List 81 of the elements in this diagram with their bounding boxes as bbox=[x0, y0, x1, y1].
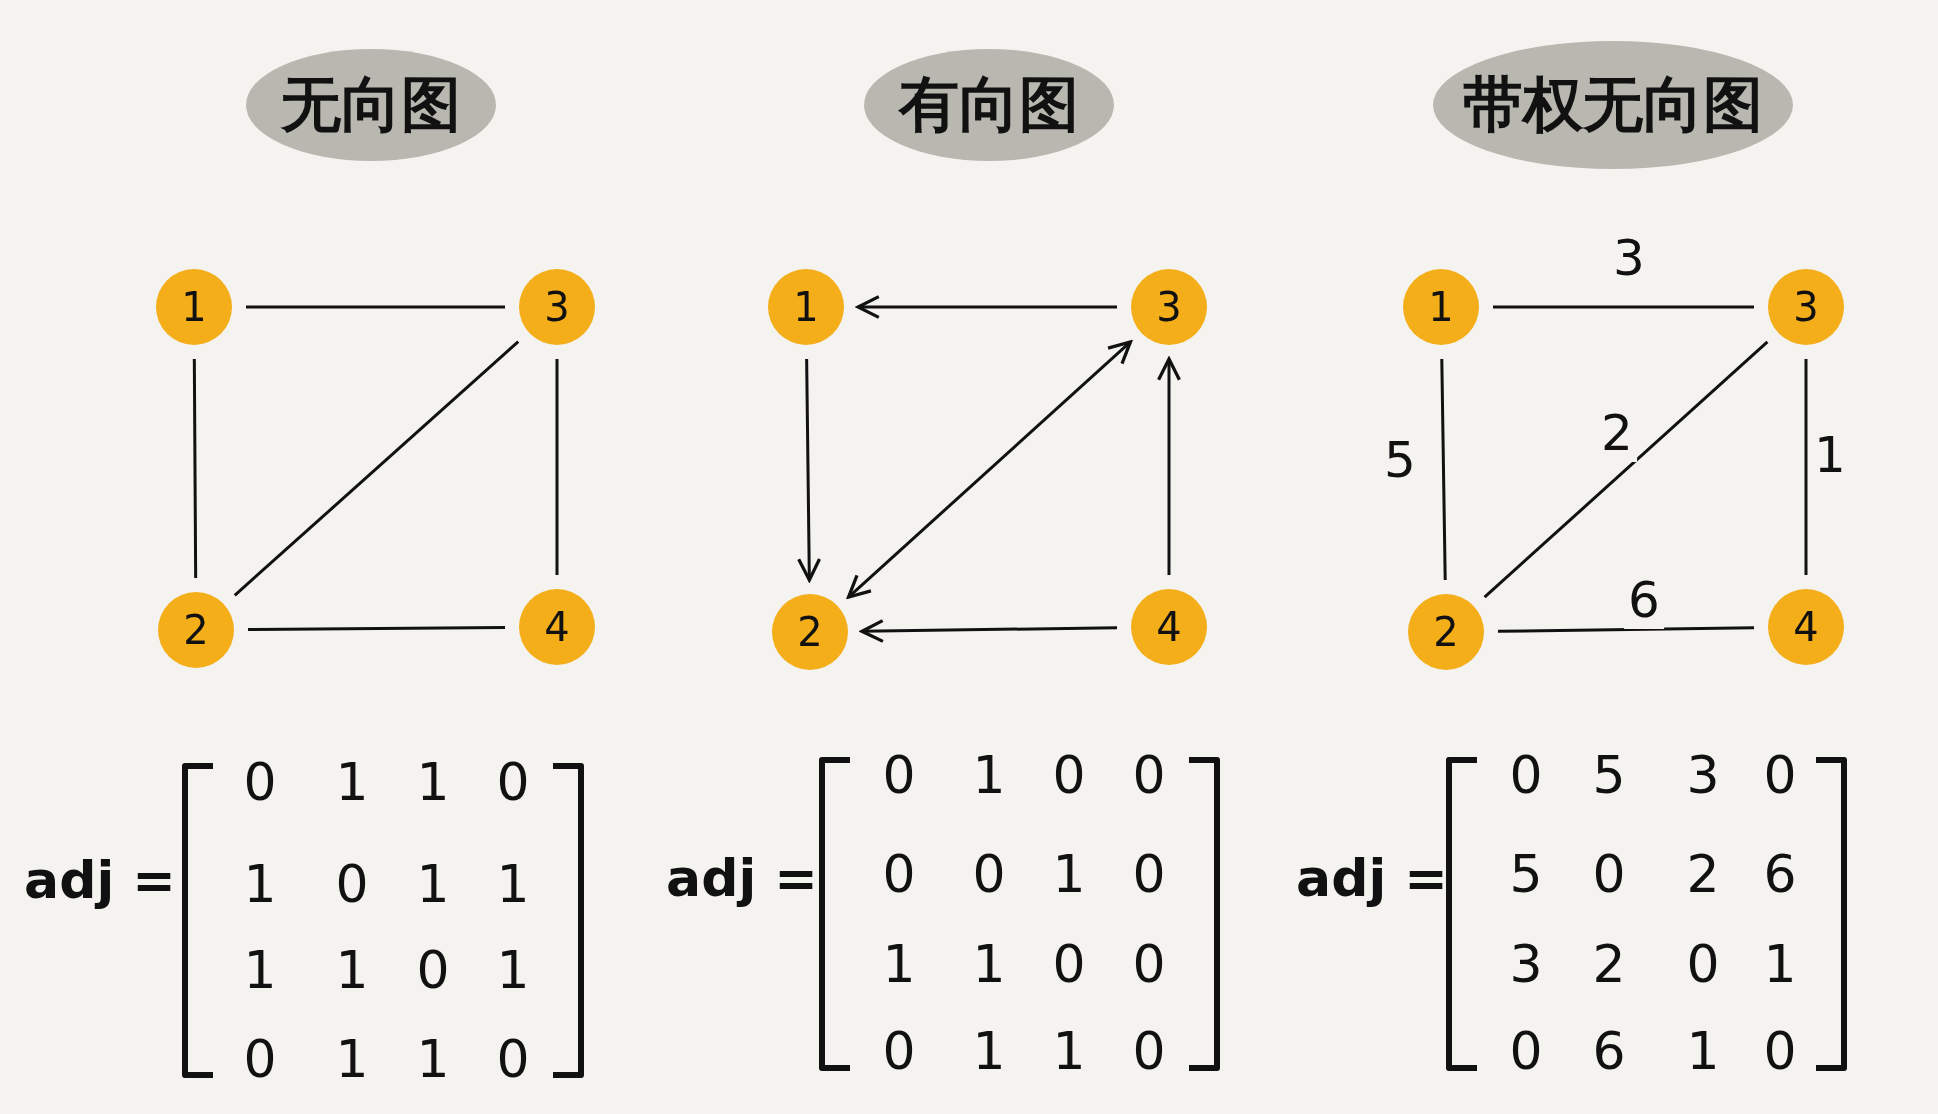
matrix-entry: 1 bbox=[243, 940, 277, 1000]
arrow bbox=[1156, 357, 1182, 575]
matrix-entry: 0 bbox=[1052, 934, 1086, 994]
matrix-entry: 1 bbox=[1686, 1021, 1720, 1081]
edge-line bbox=[1483, 340, 1769, 599]
matrix-entry: 0 bbox=[1509, 745, 1543, 805]
matrix-entry: 1 bbox=[416, 854, 450, 914]
arrow bbox=[856, 295, 1117, 319]
matrix-entry: 1 bbox=[1052, 1021, 1086, 1081]
matrix-entry: 1 bbox=[972, 745, 1006, 805]
matrix-entry: 5 bbox=[1592, 745, 1626, 805]
vertex-circle: 1 bbox=[156, 269, 232, 345]
matrix-entry: 0 bbox=[1763, 745, 1797, 805]
edge-line bbox=[1804, 359, 1808, 575]
edge-line bbox=[192, 359, 198, 578]
matrix-entry: 0 bbox=[1132, 1021, 1166, 1081]
vertex-circle: 1 bbox=[768, 269, 844, 345]
matrix-entry: 6 bbox=[1592, 1021, 1626, 1081]
vertex-circle: 2 bbox=[772, 594, 848, 670]
matrix-entry: 1 bbox=[243, 854, 277, 914]
matrix-entry: 1 bbox=[416, 1029, 450, 1089]
matrix-entry: 5 bbox=[1509, 844, 1543, 904]
matrix-entry: 0 bbox=[1132, 844, 1166, 904]
title-badge: 有向图 bbox=[864, 49, 1114, 161]
vertex-circle: 4 bbox=[519, 589, 595, 665]
matrix-entry: 0 bbox=[882, 1021, 916, 1081]
edge-line bbox=[246, 305, 505, 309]
matrix-entry: 0 bbox=[1132, 745, 1166, 805]
matrix-entry: 2 bbox=[1592, 934, 1626, 994]
matrix-entry: 0 bbox=[243, 1029, 277, 1089]
matrix-entry: 0 bbox=[243, 752, 277, 812]
matrix-entry: 0 bbox=[335, 854, 369, 914]
matrix-label: adj = bbox=[666, 848, 818, 908]
matrix-entry: 1 bbox=[972, 1021, 1006, 1081]
matrix-entry: 1 bbox=[496, 854, 530, 914]
vertex-circle: 4 bbox=[1768, 589, 1844, 665]
matrix-entry: 0 bbox=[1052, 745, 1086, 805]
matrix-label: adj = bbox=[1296, 848, 1448, 908]
vertex-circle: 1 bbox=[1403, 269, 1479, 345]
matrix-entry: 2 bbox=[1686, 844, 1720, 904]
matrix-entry: 0 bbox=[1592, 844, 1626, 904]
matrix-entry: 1 bbox=[335, 752, 369, 812]
matrix-entry: 0 bbox=[1132, 934, 1166, 994]
matrix-entry: 0 bbox=[496, 1029, 530, 1089]
matrix-entry: 6 bbox=[1763, 844, 1797, 904]
vertex-circle: 3 bbox=[1768, 269, 1844, 345]
matrix-entry: 1 bbox=[496, 940, 530, 1000]
arrow bbox=[846, 340, 1133, 599]
title-badge: 带权无向图 bbox=[1433, 41, 1793, 169]
matrix-entry: 0 bbox=[1509, 1021, 1543, 1081]
matrix-entry: 1 bbox=[1763, 934, 1797, 994]
matrix-entry: 1 bbox=[416, 752, 450, 812]
matrix-entry: 3 bbox=[1686, 745, 1720, 805]
edge-line bbox=[233, 340, 520, 597]
edge-line bbox=[1497, 626, 1755, 633]
matrix-entry: 0 bbox=[882, 844, 916, 904]
title-badge: 无向图 bbox=[246, 49, 496, 161]
vertex-circle: 4 bbox=[1131, 589, 1207, 665]
matrix-entry: 3 bbox=[1509, 934, 1543, 994]
arrow bbox=[797, 358, 822, 582]
matrix-entry: 0 bbox=[416, 940, 450, 1000]
matrix-entry: 0 bbox=[496, 752, 530, 812]
vertex-circle: 3 bbox=[1131, 269, 1207, 345]
edge-line bbox=[1493, 305, 1754, 309]
edge-line bbox=[555, 359, 559, 575]
edge-line bbox=[1440, 358, 1447, 581]
matrix-label: adj = bbox=[24, 850, 176, 910]
vertex-circle: 2 bbox=[1408, 594, 1484, 670]
matrix-entry: 0 bbox=[1686, 934, 1720, 994]
matrix-entry: 0 bbox=[882, 745, 916, 805]
matrix-entry: 1 bbox=[972, 934, 1006, 994]
edge-line bbox=[248, 625, 505, 632]
matrix-entry: 1 bbox=[335, 940, 369, 1000]
matrix-entry: 1 bbox=[335, 1029, 369, 1089]
vertex-circle: 3 bbox=[519, 269, 595, 345]
matrix-entry: 0 bbox=[972, 844, 1006, 904]
matrix-entry: 1 bbox=[1052, 844, 1086, 904]
matrix-entry: 1 bbox=[882, 934, 916, 994]
matrix-entry: 0 bbox=[1763, 1021, 1797, 1081]
vertex-circle: 2 bbox=[158, 592, 234, 668]
arrow bbox=[860, 618, 1118, 643]
